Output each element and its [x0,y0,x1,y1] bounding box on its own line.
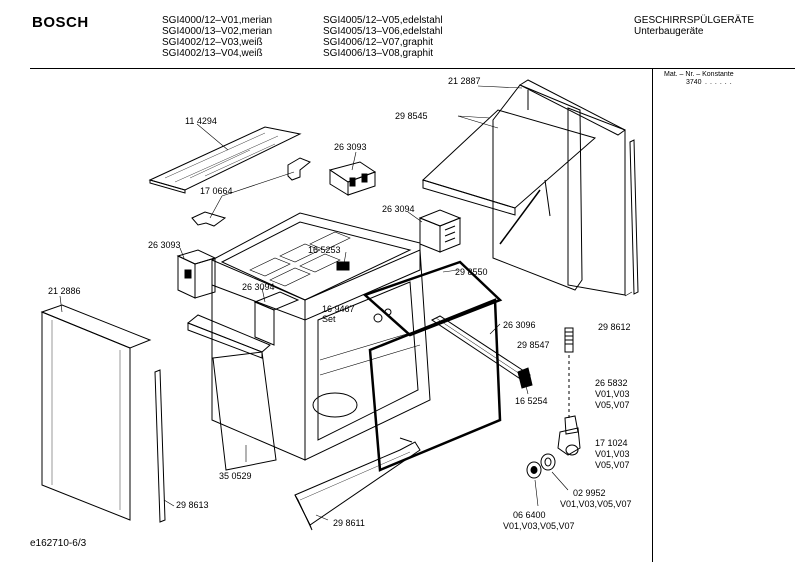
label-165253: 16 5253 [308,245,341,255]
model-item: SGI4002/12–V03,weiß [162,37,263,48]
label-298612: 29 8612 [598,322,631,332]
label-265832: 26 5832 [595,378,628,388]
part-fitting-171024 [557,415,581,456]
part-seal-298550 [362,260,503,472]
model-item: SGI4006/13–V08,graphit [323,48,434,59]
model-item: SGI4005/12–V05,edelstahl [323,15,443,26]
label-165254: 16 5254 [515,396,548,406]
label-263096: 26 3096 [503,320,536,330]
label-066400-variants: V01,V03,V05,V07 [503,521,575,531]
label-350529: 35 0529 [219,471,252,481]
label-set: Set [322,314,336,324]
label-263093-left: 26 3093 [148,240,181,250]
part-panel-298545 [422,84,597,291]
model-list-1: SGI4000/12–V01,merian SGI4000/13–V02,mer… [162,15,272,59]
part-hinge-263094-right [418,209,462,253]
part-ring-029952 [540,453,556,471]
material-constant-title: Mat. – Nr. – Konstante [664,71,734,78]
label-298545: 29 8545 [395,111,428,121]
label-170664: 17 0664 [200,186,233,196]
category-title: GESCHIRRSPÜLGERÄTE [634,15,755,26]
label-298613: 29 8613 [176,500,209,510]
label-171024-variants-a: V01,V03 [595,449,630,459]
label-212887: 21 2887 [448,76,481,86]
part-strip-114294 [148,126,302,194]
label-171024: 17 1024 [595,438,628,448]
label-114294: 11 4294 [185,116,217,126]
part-strip-298612 [629,139,639,295]
label-263093-top: 26 3093 [334,142,367,152]
part-strip-298613 [154,369,166,523]
part-hinge-263094-left [253,291,300,346]
model-list-2: SGI4005/12–V05,edelstahl SGI4005/13–V06,… [323,15,443,59]
part-hose-265832 [564,327,574,420]
part-side-panel-350529 [187,314,277,471]
part-bracket-170664 [191,157,311,227]
label-298611: 29 8611 [333,518,365,528]
model-item: SGI4000/13–V02,merian [162,26,273,37]
model-item: SGI4000/12–V01,merian [162,15,273,26]
label-263094-right: 26 3094 [382,204,415,214]
part-tub-body [211,212,431,461]
label-029952: 02 9952 [573,488,606,498]
model-item: SGI4005/13–V06,edelstahl [323,26,443,37]
label-169467: 16 9467 [322,304,355,314]
label-029952-variants: V01,V03,V05,V07 [560,499,632,509]
label-171024-variants-b: V05,V07 [595,460,630,470]
dotted-leader: ...... [705,79,735,86]
part-hinge-263093-top [328,161,377,196]
label-263094-left: 26 3094 [242,282,275,292]
label-265832-variants-a: V01,V03 [595,389,630,399]
drawing-id: e162710-6/3 [30,538,87,549]
part-washer-066400 [526,461,542,479]
label-265832-variants-b: V05,V07 [595,400,630,410]
part-rail-298611 [294,437,421,531]
header-divider [30,68,795,69]
part-panel-212887 [518,79,626,296]
side-divider [652,68,653,562]
brand-logo: BOSCH [32,14,89,31]
model-item: SGI4006/12–V07,graphit [323,37,434,48]
label-212886: 21 2886 [48,286,81,296]
label-298550: 29 8550 [455,267,488,277]
category-subtitle: Unterbaugeräte [634,26,704,37]
material-constant-value: 3740 [686,79,702,86]
label-066400: 06 6400 [513,510,546,520]
model-item: SGI4002/13–V04,weiß [162,48,263,59]
part-165254 [517,367,533,389]
part-panel-212886 [40,304,152,521]
label-298547: 29 8547 [517,340,550,350]
